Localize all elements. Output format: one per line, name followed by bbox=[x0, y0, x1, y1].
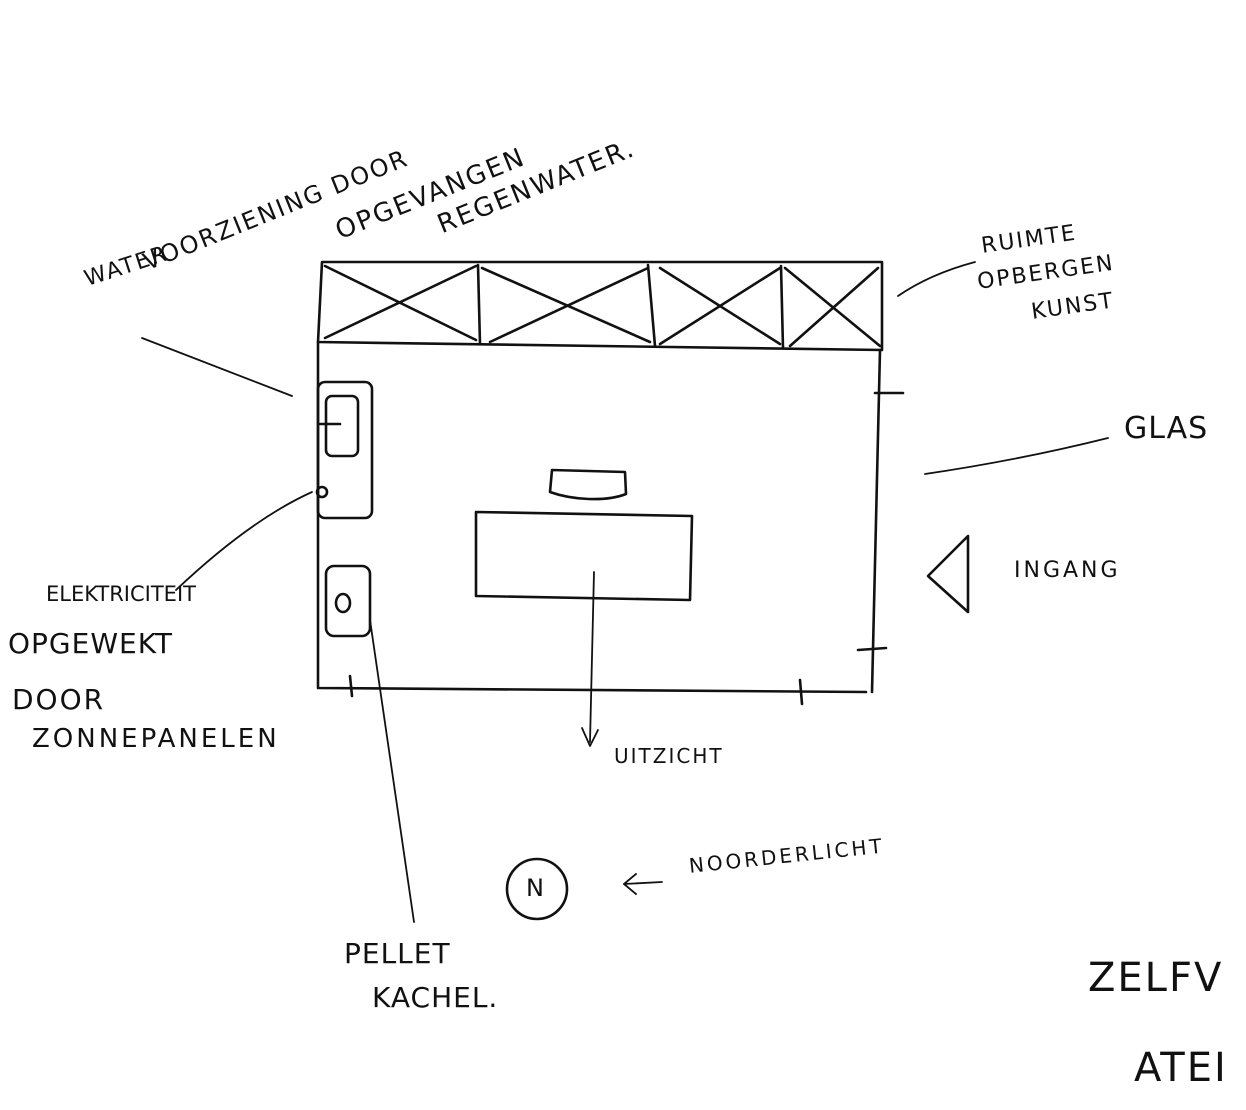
label-elek-2: OPGEWEKT bbox=[8, 627, 173, 660]
label-elek-3: DOOR bbox=[12, 683, 106, 716]
label-elek-1: ELEKTRICITEIT bbox=[46, 582, 196, 606]
label-elek-4: ZONNEPANELEN bbox=[32, 724, 280, 754]
north-letter: N bbox=[526, 874, 544, 902]
label-pellet-2: KACHEL. bbox=[372, 981, 499, 1014]
chair bbox=[548, 468, 628, 501]
room-outline bbox=[316, 340, 905, 706]
desk bbox=[474, 510, 694, 602]
title-line-1: ZELFV bbox=[1088, 955, 1224, 1001]
storage-strip bbox=[316, 260, 884, 352]
label-ingang: INGANG bbox=[1014, 558, 1121, 583]
leader-lines bbox=[141, 261, 1109, 923]
entrance-arrow bbox=[926, 534, 970, 614]
title-line-2: ATEI bbox=[1134, 1045, 1228, 1091]
label-pellet-1: PELLET bbox=[344, 937, 451, 970]
label-glas: GLAS bbox=[1124, 411, 1209, 446]
label-uitzicht: UITZICHT bbox=[614, 744, 724, 768]
water-tank bbox=[315, 380, 374, 520]
pellet-stove bbox=[324, 564, 372, 638]
north-circle bbox=[505, 857, 569, 921]
noorderlicht-arrow bbox=[623, 873, 663, 895]
